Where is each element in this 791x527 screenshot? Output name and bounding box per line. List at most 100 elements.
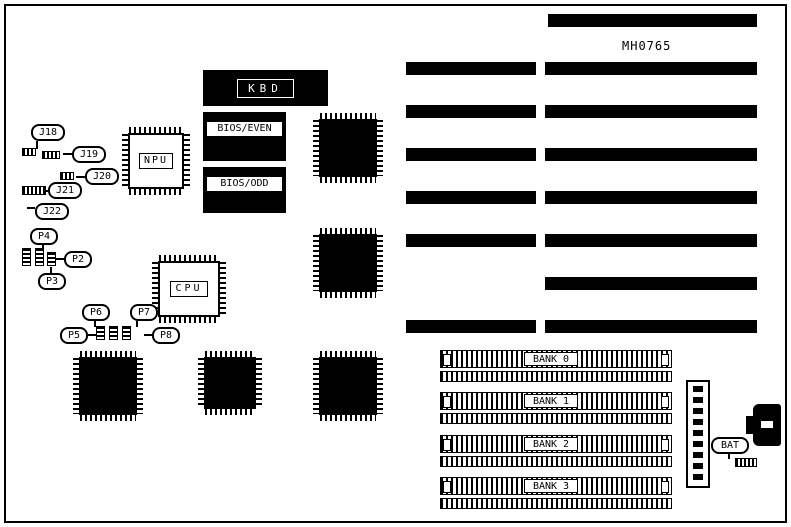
qfp-chip bbox=[313, 113, 383, 183]
callout-tail bbox=[76, 176, 85, 178]
jumper-block bbox=[22, 248, 31, 266]
pin-row bbox=[129, 189, 183, 195]
qfp-chip bbox=[313, 351, 383, 421]
pin-row bbox=[313, 358, 319, 414]
qfp-body bbox=[319, 119, 377, 177]
jumper-label: J20 bbox=[92, 170, 112, 182]
jumper-block bbox=[42, 151, 60, 159]
pin-row bbox=[320, 228, 376, 234]
npu-body: NPU bbox=[128, 133, 184, 189]
callout-tail bbox=[63, 153, 72, 155]
isa-slot bbox=[545, 234, 757, 247]
isa-slot bbox=[406, 62, 536, 75]
jumper-block bbox=[96, 326, 105, 340]
pin-row bbox=[159, 255, 219, 261]
bios-even-chip: BIOS/EVEN bbox=[203, 112, 286, 161]
pin-row bbox=[205, 409, 255, 415]
pin-row bbox=[184, 134, 190, 188]
pin-row bbox=[220, 262, 226, 316]
qfp-body bbox=[79, 357, 137, 415]
jumper-label: P3 bbox=[45, 275, 59, 287]
jumper-callout-p3: P3 bbox=[38, 273, 66, 290]
jumper-label: J19 bbox=[79, 148, 99, 160]
jumper-callout-p6: P6 bbox=[82, 304, 110, 321]
bank-label: BANK 1 bbox=[524, 394, 578, 408]
pin-row bbox=[313, 235, 319, 291]
qfp-body bbox=[204, 357, 256, 409]
bank-label: BANK 3 bbox=[524, 479, 578, 493]
battery-pads bbox=[735, 458, 757, 467]
npu-label: NPU bbox=[138, 153, 174, 169]
simm-bank: BANK 1 bbox=[440, 392, 672, 425]
callout-tail bbox=[136, 321, 138, 327]
jumper-label: J22 bbox=[42, 205, 62, 217]
pin-row bbox=[313, 120, 319, 176]
qfp-chip bbox=[73, 351, 143, 421]
jumper-callout-j22: J22 bbox=[35, 203, 69, 220]
bios-odd-chip: BIOS/ODD bbox=[203, 167, 286, 213]
bank-label: BANK 0 bbox=[524, 352, 578, 366]
pin-row bbox=[377, 120, 383, 176]
qfp-chip bbox=[313, 228, 383, 298]
pin-row bbox=[377, 358, 383, 414]
isa-slot bbox=[406, 234, 536, 247]
isa-slot bbox=[548, 14, 757, 27]
npu-chip: NPU bbox=[122, 127, 190, 195]
jumper-callout-j19: J19 bbox=[72, 146, 106, 163]
qfp-body bbox=[319, 357, 377, 415]
jumper-block bbox=[22, 186, 46, 195]
board-frame bbox=[4, 4, 787, 523]
simm-socket bbox=[440, 413, 672, 424]
din-slot bbox=[761, 421, 773, 428]
jumper-block bbox=[35, 248, 44, 266]
jumper-callout-p5: P5 bbox=[60, 327, 88, 344]
pin-row bbox=[73, 358, 79, 414]
simm-bank: BANK 2 bbox=[440, 435, 672, 468]
power-connector bbox=[686, 380, 710, 488]
pin-row bbox=[320, 177, 376, 183]
pin-row bbox=[256, 358, 262, 408]
pin-row bbox=[159, 317, 219, 323]
pin-row bbox=[80, 351, 136, 357]
bios-odd-label: BIOS/ODD bbox=[206, 176, 283, 192]
callout-tail bbox=[50, 267, 52, 273]
isa-slot bbox=[545, 320, 757, 333]
callout-tail bbox=[27, 207, 35, 209]
jumper-block bbox=[60, 172, 74, 180]
callout-tail bbox=[36, 141, 38, 149]
bank-label: BANK 2 bbox=[524, 437, 578, 451]
callout-tail bbox=[728, 454, 730, 459]
pin-row bbox=[205, 351, 255, 357]
jumper-label: P2 bbox=[71, 253, 85, 265]
isa-slot bbox=[545, 277, 757, 290]
pin-row bbox=[198, 358, 204, 408]
pin-row bbox=[137, 358, 143, 414]
jumper-label: P4 bbox=[37, 230, 51, 242]
isa-slot bbox=[406, 105, 536, 118]
isa-slot bbox=[545, 191, 757, 204]
jumper-label: P6 bbox=[89, 306, 103, 318]
bios-even-label: BIOS/EVEN bbox=[206, 121, 283, 137]
jumper-callout-j18: J18 bbox=[31, 124, 65, 141]
jumper-block bbox=[22, 148, 36, 156]
din-connector bbox=[753, 404, 781, 446]
jumper-block bbox=[122, 326, 131, 340]
jumper-callout-p4: P4 bbox=[30, 228, 58, 245]
isa-slot bbox=[406, 320, 536, 333]
kbd-chip: KBD bbox=[203, 70, 328, 106]
pin-row bbox=[377, 235, 383, 291]
jumper-callout-p8: P8 bbox=[152, 327, 180, 344]
isa-slot bbox=[406, 191, 536, 204]
jumper-label: J18 bbox=[38, 126, 58, 138]
jumper-block bbox=[47, 252, 56, 266]
cpu-chip: CPU bbox=[152, 255, 226, 323]
jumper-label: P7 bbox=[137, 306, 151, 318]
isa-slot bbox=[545, 105, 757, 118]
jumper-callout-p2: P2 bbox=[64, 251, 92, 268]
jumper-label: P5 bbox=[67, 329, 81, 341]
callout-tail bbox=[88, 334, 96, 336]
kbd-label: KBD bbox=[237, 78, 294, 98]
jumper-label: P8 bbox=[159, 329, 173, 341]
cpu-label: CPU bbox=[170, 281, 208, 297]
